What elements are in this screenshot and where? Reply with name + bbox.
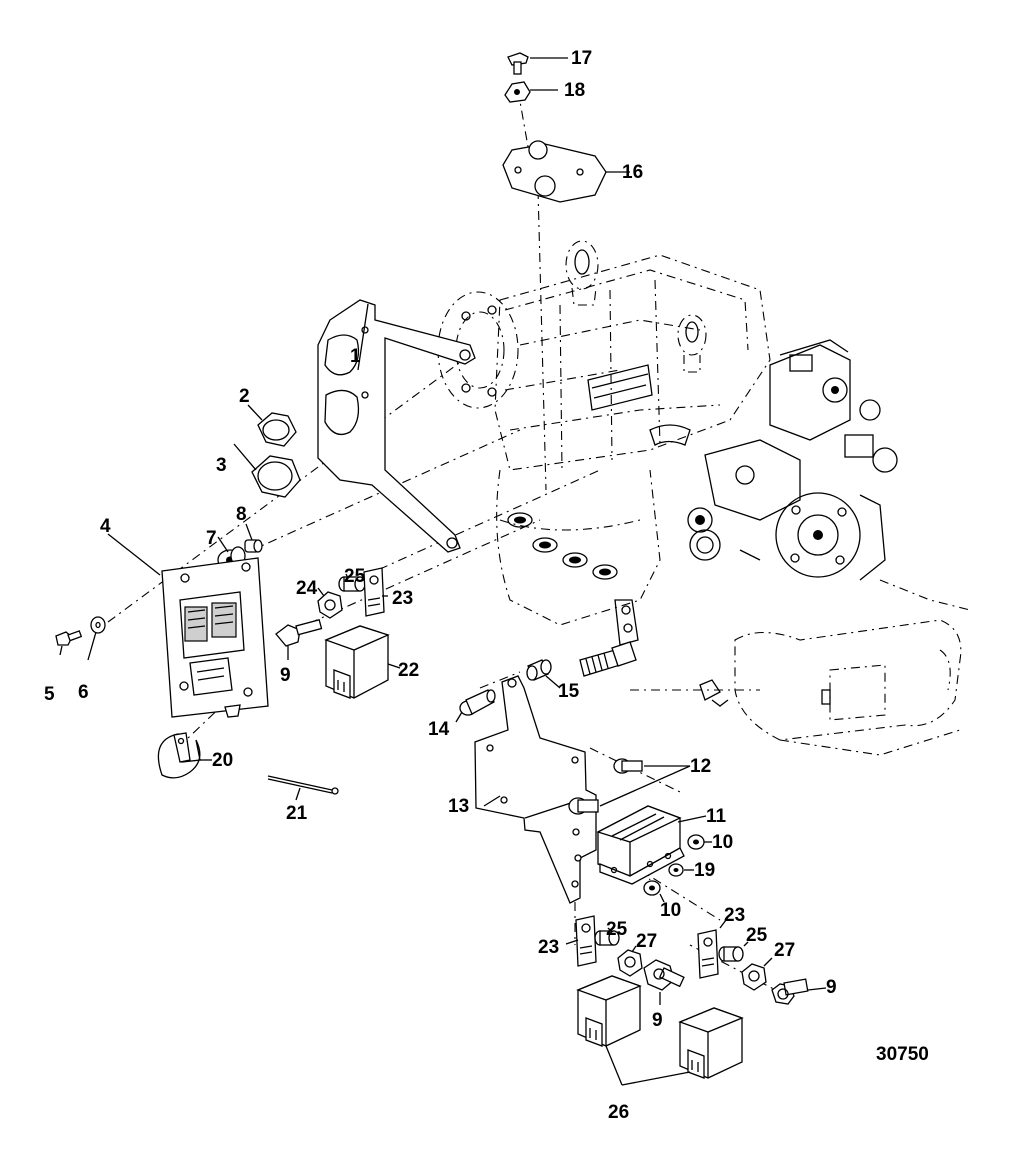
callout-9-lower-right: 9 (826, 977, 837, 998)
callout-26: 26 (608, 1102, 629, 1123)
part-23-bracket-upper (363, 567, 385, 617)
heat-exchanger (734, 619, 962, 741)
part-23-bracket-lower-right (697, 929, 719, 979)
part-10-nut-upper (687, 834, 705, 850)
part-20-clamp (157, 732, 201, 779)
part-2-nut (257, 412, 297, 447)
callout-18: 18 (564, 80, 585, 101)
leader-lines (59, 57, 827, 1086)
callout-14: 14 (428, 719, 450, 740)
part-22-relay (324, 625, 390, 699)
callout-23-lower-left: 23 (538, 937, 559, 958)
callout-2: 2 (239, 386, 250, 407)
callout-6: 6 (78, 682, 89, 703)
callout-15: 15 (558, 681, 580, 702)
part-5-screw (55, 630, 83, 646)
part-1-bracket (317, 299, 476, 553)
callout-13: 13 (448, 796, 469, 817)
part-16-plate (502, 140, 607, 203)
part-3-locknut (251, 455, 301, 498)
part-6-washer (90, 616, 106, 634)
callout-1: 1 (350, 346, 361, 367)
callout-23-lower-right: 23 (724, 905, 745, 926)
callout-7: 7 (206, 528, 217, 549)
callout-10-lower: 10 (660, 900, 681, 921)
part-25-bushing-lower-left (594, 930, 620, 946)
part-25-bushing-upper (338, 576, 366, 592)
callout-5: 5 (44, 684, 55, 705)
part-9-bolt-lower-right (771, 978, 809, 1005)
part-8-spacer (244, 539, 263, 553)
callout-25-lower-left: 25 (606, 919, 628, 940)
threaded-stud (579, 641, 637, 677)
part-12-bolts (568, 758, 643, 815)
part-26-relay-right (678, 1007, 744, 1079)
callout-labels: 17 18 16 1 2 3 8 4 7 25 24 23 5 6 9 22 1… (44, 48, 929, 1123)
callout-4: 4 (100, 516, 111, 537)
part-21-cable-tie (267, 775, 339, 795)
part-15-sleeve (526, 659, 552, 681)
callout-19: 19 (694, 860, 715, 881)
part-4-module-plate (161, 557, 269, 718)
part-23-bracket-lower-left (575, 915, 597, 967)
callout-25-upper: 25 (344, 566, 366, 587)
callout-24: 24 (296, 578, 318, 599)
part-17-screw (507, 52, 529, 75)
lifting-eye-left (565, 240, 599, 290)
callout-22: 22 (398, 660, 419, 681)
callout-9-upper: 9 (280, 665, 291, 686)
callout-27-left: 27 (636, 931, 657, 952)
transmission-housing (437, 240, 971, 756)
callout-17: 17 (571, 48, 592, 69)
callout-12: 12 (690, 756, 711, 777)
part-10-nut-lower (643, 880, 661, 896)
callout-25-lower-right: 25 (746, 925, 768, 946)
callout-27-right: 27 (774, 940, 795, 961)
output-flange (775, 492, 861, 578)
callout-11: 11 (706, 806, 727, 827)
callout-10-upper: 10 (712, 832, 733, 853)
part-9-bolt-lower-middle (643, 959, 685, 991)
lifting-eye-right (677, 314, 707, 356)
part-13-relay-bracket (474, 675, 597, 904)
part-18-clip (504, 81, 531, 103)
part-9-bolt-upper (275, 618, 323, 647)
callout-8: 8 (236, 504, 247, 525)
valve-body (769, 344, 851, 441)
callout-9-lower-middle: 9 (652, 1010, 663, 1031)
callout-20: 20 (212, 750, 233, 771)
callout-23-upper: 23 (392, 588, 413, 609)
part-19-nut (668, 863, 684, 877)
part-26-relay-left (576, 975, 642, 1047)
part-14-stud (459, 689, 496, 716)
callout-16: 16 (622, 162, 643, 183)
part-24-nut (317, 591, 343, 619)
part-27-nut-lower-right (741, 963, 767, 991)
part-11-module (596, 805, 685, 885)
part-25-bushing-lower-right (718, 946, 744, 962)
callout-21: 21 (286, 803, 308, 824)
callout-3: 3 (216, 455, 227, 476)
nameplate (587, 364, 653, 411)
part-27-nut-lower-left (617, 949, 643, 977)
figure-number: 30750 (876, 1044, 929, 1065)
